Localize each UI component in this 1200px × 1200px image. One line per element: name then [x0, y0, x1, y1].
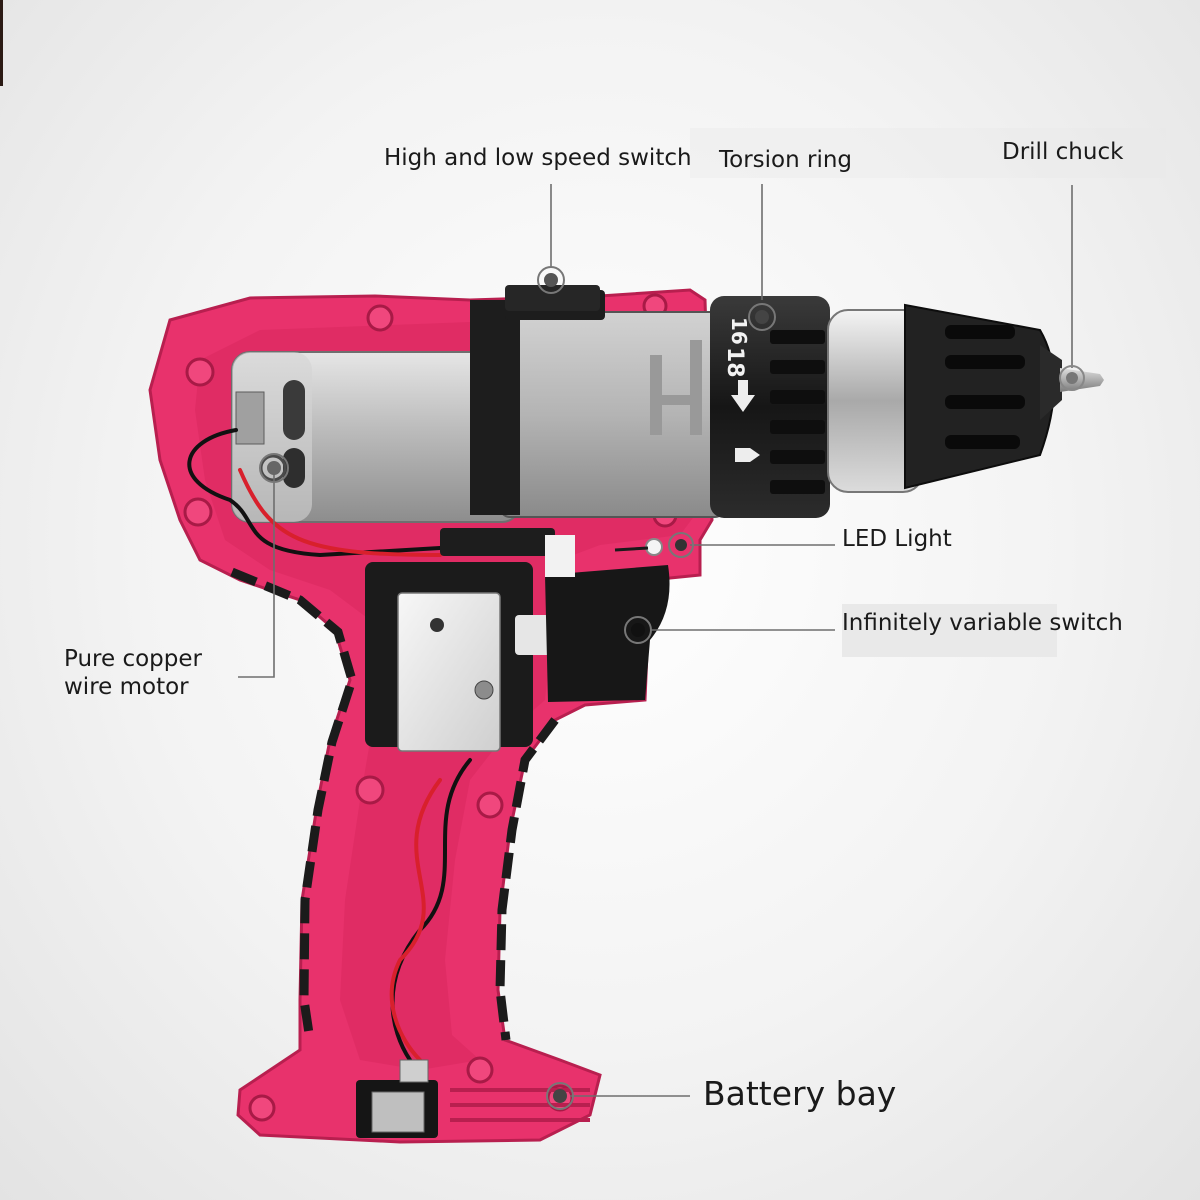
arrow-down-icon [731, 380, 755, 412]
rubber-seal [230, 567, 357, 1041]
speed-switch-slider [505, 285, 600, 311]
gearbox [470, 290, 726, 518]
torque-number-16: 16 [727, 317, 751, 345]
motor [231, 351, 521, 523]
label-highlight-switch [842, 604, 1057, 657]
torsion-ring: 16 18 [710, 296, 830, 518]
marker-motor [259, 453, 289, 483]
label-drill-chuck: Drill chuck [1002, 139, 1124, 165]
label-variable-switch: Infinitely variable switch [842, 610, 1123, 636]
marker-switch [624, 616, 652, 644]
wires [187, 428, 472, 1062]
label-battery-bay: Battery bay [703, 1074, 897, 1113]
drill-mode-icon [735, 448, 760, 462]
label-led-light: LED Light [842, 526, 952, 552]
drill-chuck [827, 303, 1104, 493]
label-speed-switch: High and low speed switch [384, 145, 692, 171]
label-motor: Pure copper wire motor [64, 645, 234, 701]
led-module [614, 538, 663, 556]
callout-markers [259, 266, 1085, 1110]
rubber-seal-right [495, 717, 559, 1041]
label-motor-line1: Pure copper [64, 646, 202, 672]
corner-mark [0, 0, 3, 86]
battery-terminal [356, 1059, 590, 1138]
marker-torsion-ring [748, 303, 776, 331]
label-highlight-top [690, 128, 1166, 178]
callout-lines [238, 184, 1073, 1097]
trigger-assembly [365, 528, 670, 752]
label-motor-line2: wire motor [64, 674, 189, 700]
marker-speed-switch [537, 266, 565, 294]
marker-drill-chuck [1059, 365, 1085, 391]
marker-led [668, 532, 694, 558]
label-torsion-ring: Torsion ring [719, 147, 853, 173]
marker-battery [546, 1082, 574, 1110]
torque-number-18: 18 [722, 347, 747, 378]
